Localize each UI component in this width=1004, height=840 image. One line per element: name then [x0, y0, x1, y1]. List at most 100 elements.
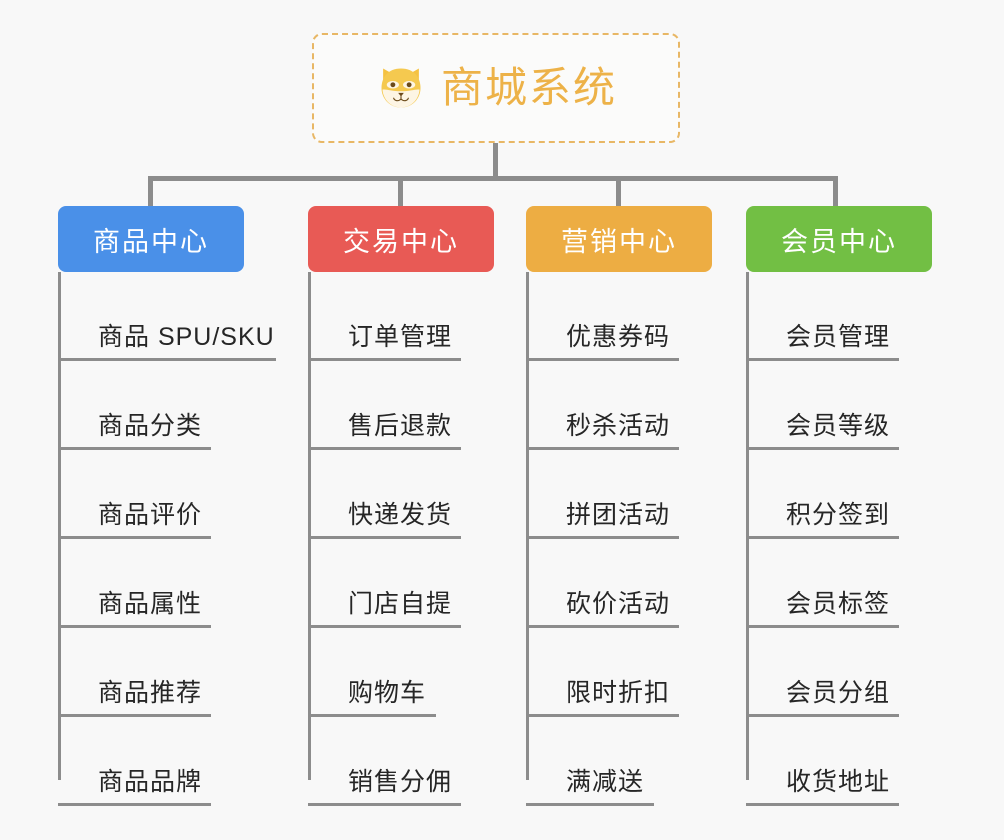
leaf-underline — [308, 447, 461, 450]
leaf-underline — [308, 803, 461, 806]
leaf-label: 秒杀活动 — [566, 411, 671, 440]
root-title: 商城系统 — [440, 64, 617, 111]
leaf-label: 拼团活动 — [566, 500, 671, 529]
leaf-underline — [526, 536, 679, 539]
leaf-underline — [746, 536, 899, 539]
leaf-item[interactable]: 门店自提 — [308, 539, 494, 628]
leaf-label: 会员等级 — [786, 411, 891, 440]
connector-root-stem — [493, 143, 498, 179]
connector-drop-member-center — [833, 176, 838, 212]
leaf-label: 会员标签 — [786, 589, 891, 618]
connector-drop-product-center — [148, 176, 153, 212]
leaf-item[interactable]: 积分签到 — [746, 450, 932, 539]
leaf-item[interactable]: 商品品牌 — [58, 717, 275, 806]
connector-trunk-member-center — [746, 272, 749, 780]
column-product-center: 商品中心 商品 SPU/SKU 商品分类 商品评价 商品属性 商品推荐 — [58, 206, 276, 806]
leaf-item[interactable]: 会员标签 — [746, 539, 932, 628]
leaf-item[interactable]: 会员等级 — [746, 361, 932, 450]
leaf-label: 售后退款 — [348, 411, 453, 440]
leaf-underline — [58, 358, 276, 361]
category-label: 会员中心 — [781, 226, 897, 257]
leaf-label: 订单管理 — [348, 322, 453, 351]
leaf-list-trade-center: 订单管理 售后退款 快递发货 门店自提 购物车 销售分佣 — [308, 272, 494, 806]
leaf-item[interactable]: 砍价活动 — [526, 539, 712, 628]
leaf-underline — [308, 358, 461, 361]
leaf-item[interactable]: 订单管理 — [308, 272, 494, 361]
leaf-underline — [58, 447, 211, 450]
connector-trunk-marketing-center — [526, 272, 529, 780]
leaf-label: 快递发货 — [348, 500, 453, 529]
leaf-underline — [58, 625, 211, 628]
category-header-marketing-center[interactable]: 营销中心 — [526, 206, 712, 272]
leaf-label: 门店自提 — [348, 589, 453, 618]
leaf-item[interactable]: 快递发货 — [308, 450, 494, 539]
category-label: 商品中心 — [93, 226, 209, 257]
leaf-underline — [746, 358, 899, 361]
leaf-item[interactable]: 商品评价 — [58, 450, 275, 539]
leaf-item[interactable]: 限时折扣 — [526, 628, 712, 717]
leaf-label: 积分签到 — [786, 500, 891, 529]
column-trade-center: 交易中心 订单管理 售后退款 快递发货 门店自提 购物车 — [308, 206, 494, 806]
leaf-underline — [308, 536, 461, 539]
column-marketing-center: 营销中心 优惠券码 秒杀活动 拼团活动 砍价活动 限时折扣 — [526, 206, 712, 806]
leaf-label: 满减送 — [566, 767, 645, 796]
category-header-product-center[interactable]: 商品中心 — [58, 206, 244, 272]
leaf-item[interactable]: 秒杀活动 — [526, 361, 712, 450]
leaf-underline — [746, 447, 899, 450]
category-header-member-center[interactable]: 会员中心 — [746, 206, 932, 272]
leaf-underline — [526, 358, 679, 361]
category-label: 交易中心 — [343, 226, 459, 257]
leaf-item[interactable]: 优惠券码 — [526, 272, 712, 361]
column-member-center: 会员中心 会员管理 会员等级 积分签到 会员标签 会员分组 — [746, 206, 932, 806]
leaf-underline — [746, 714, 899, 717]
leaf-item[interactable]: 会员分组 — [746, 628, 932, 717]
connector-horizontal-bus — [148, 176, 838, 181]
leaf-list-member-center: 会员管理 会员等级 积分签到 会员标签 会员分组 收货地址 — [746, 272, 932, 806]
connector-drop-marketing-center — [616, 176, 621, 212]
leaf-underline — [526, 714, 679, 717]
leaf-item[interactable]: 会员管理 — [746, 272, 932, 361]
category-label: 营销中心 — [561, 226, 677, 257]
leaf-label: 砍价活动 — [566, 589, 671, 618]
category-header-trade-center[interactable]: 交易中心 — [308, 206, 494, 272]
leaf-item[interactable]: 拼团活动 — [526, 450, 712, 539]
leaf-underline — [526, 625, 679, 628]
leaf-list-product-center: 商品 SPU/SKU 商品分类 商品评价 商品属性 商品推荐 商品品牌 — [58, 272, 276, 806]
leaf-underline — [746, 625, 899, 628]
leaf-item[interactable]: 销售分佣 — [308, 717, 494, 806]
leaf-label: 优惠券码 — [566, 322, 671, 351]
leaf-underline — [308, 714, 436, 717]
leaf-label: 限时折扣 — [566, 678, 671, 707]
leaf-underline — [746, 803, 899, 806]
leaf-item[interactable]: 商品推荐 — [58, 628, 275, 717]
leaf-label: 商品属性 — [98, 589, 203, 618]
leaf-label: 销售分佣 — [348, 767, 453, 796]
leaf-underline — [58, 803, 211, 806]
leaf-label: 商品分类 — [98, 411, 203, 440]
leaf-item[interactable]: 售后退款 — [308, 361, 494, 450]
leaf-underline — [308, 625, 461, 628]
leaf-label: 商品评价 — [98, 500, 203, 529]
leaf-item[interactable]: 购物车 — [308, 628, 494, 717]
leaf-underline — [526, 447, 679, 450]
connector-trunk-product-center — [58, 272, 61, 780]
root-node-shop-system[interactable]: 商城系统 — [312, 33, 680, 143]
connector-trunk-trade-center — [308, 272, 311, 780]
leaf-label: 收货地址 — [786, 767, 891, 796]
leaf-underline — [58, 714, 211, 717]
leaf-item[interactable]: 满减送 — [526, 717, 712, 806]
connector-drop-trade-center — [398, 176, 403, 212]
leaf-item[interactable]: 商品属性 — [58, 539, 275, 628]
leaf-item[interactable]: 收货地址 — [746, 717, 932, 806]
leaf-underline — [526, 803, 654, 806]
leaf-label: 商品推荐 — [98, 678, 203, 707]
leaf-item[interactable]: 商品分类 — [58, 361, 275, 450]
shiba-dog-face-icon — [381, 68, 421, 108]
leaf-label: 会员分组 — [786, 678, 891, 707]
leaf-item[interactable]: 商品 SPU/SKU — [58, 272, 276, 361]
leaf-label: 会员管理 — [786, 322, 891, 351]
leaf-list-marketing-center: 优惠券码 秒杀活动 拼团活动 砍价活动 限时折扣 满减送 — [526, 272, 712, 806]
leaf-label: 商品品牌 — [98, 767, 203, 796]
leaf-label: 商品 SPU/SKU — [98, 322, 275, 351]
